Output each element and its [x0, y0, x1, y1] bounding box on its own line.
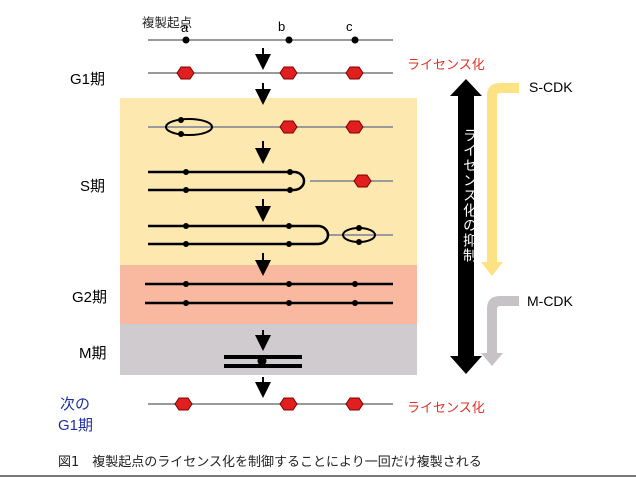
licensing-marker: [345, 397, 364, 411]
origin-point-c: [351, 36, 359, 44]
licensing-marker: [279, 66, 298, 80]
origin-point: [178, 131, 184, 137]
suppression-label: ライセンス化の抑制: [461, 128, 477, 263]
g2-phase-band: [120, 265, 417, 324]
origin-point: [286, 300, 292, 306]
origin-point: [287, 169, 293, 175]
origin-point: [183, 281, 189, 287]
m-cdk-arrow: [481, 296, 519, 366]
origin-point: [286, 223, 292, 229]
phase-label-next: 次の: [60, 396, 91, 413]
origin-point: [286, 281, 292, 287]
replication-bubble-a: [165, 118, 213, 136]
origin-label-c: c: [346, 19, 353, 34]
origin-point: [183, 241, 189, 247]
licensing-marker: [176, 66, 195, 80]
s-cdk-label: S-CDK: [529, 79, 573, 95]
replication-bubble-abc: [148, 224, 330, 246]
licensing-label-bottom: ライセンス化: [407, 401, 485, 416]
origin-point: [352, 281, 358, 287]
origin-point: [183, 300, 189, 306]
origin-point: [356, 225, 362, 231]
phase-label-s: S期: [80, 178, 106, 195]
licensing-label-top: ライセンス化: [407, 58, 485, 73]
licensing-marker: [345, 66, 364, 80]
phase-label-next-g1: G1期: [58, 417, 94, 434]
origin-point: [352, 300, 358, 306]
origin-label-a: a: [181, 20, 189, 35]
caption-divider: [0, 475, 636, 477]
licensing-marker: [345, 120, 364, 134]
m-cdk-label: M-CDK: [527, 293, 573, 309]
licensing-marker: [174, 397, 193, 411]
phase-label-g2: G2期: [72, 289, 108, 306]
origin-point: [286, 241, 292, 247]
replication-bubble-ab: [148, 170, 306, 192]
origin-point-b: [285, 36, 293, 44]
origin-point: [287, 187, 293, 193]
licensing-marker: [279, 120, 298, 134]
origin-point: [183, 187, 189, 193]
origin-label-b: b: [278, 19, 286, 34]
origin-point-a: [182, 36, 190, 44]
centromere: [257, 356, 267, 366]
origin-point: [183, 169, 189, 175]
licensing-marker: [279, 397, 298, 411]
figure-caption: 図1 複製起点のライセンス化を制御することにより一回だけ複製される: [58, 455, 482, 470]
phase-label-m: M期: [79, 345, 107, 362]
origin-label: 複製起点: [142, 15, 193, 30]
licensing-marker: [353, 174, 372, 188]
suppression-double-arrow: [450, 79, 482, 374]
origin-point: [178, 117, 184, 123]
s-cdk-arrow: [481, 83, 519, 276]
origin-point: [183, 223, 189, 229]
origin-point: [356, 239, 362, 245]
phase-label-g1: G1期: [70, 71, 106, 88]
